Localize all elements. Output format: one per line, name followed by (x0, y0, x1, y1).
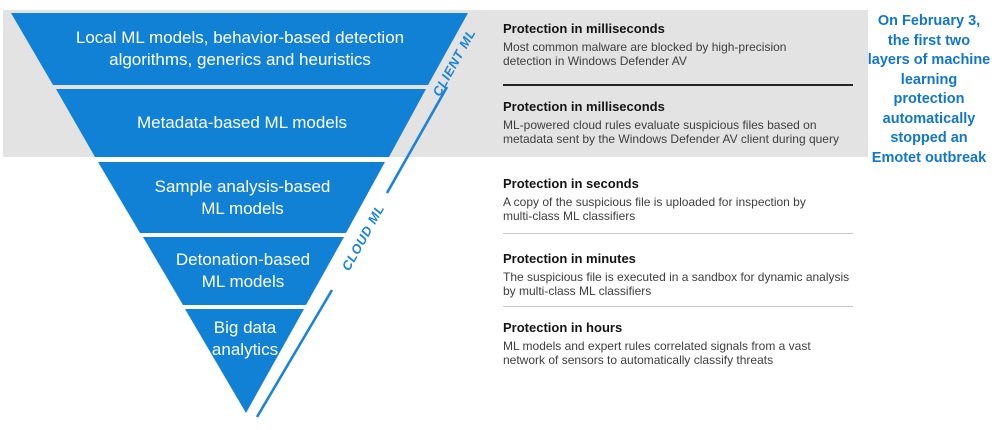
funnel-layer-3-text: Sample analysis-based ML models (154, 176, 331, 218)
funnel-layer-4-shape (143, 237, 344, 305)
detail-heading: Protection in milliseconds (503, 99, 665, 114)
detail-body: ML-powered cloud rules evaluate suspicio… (503, 118, 839, 146)
detail-block-milliseconds-1: Protection in milliseconds Most common m… (503, 21, 871, 68)
dark-divider (503, 84, 853, 86)
detail-block-milliseconds-2: Protection in milliseconds ML-powered cl… (503, 99, 871, 146)
funnel-layer-1-label: Local ML models, behavior-based detectio… (45, 13, 435, 85)
funnel-layer-2-label: Metadata-based ML models (97, 89, 387, 157)
emotet-callout-text: On February 3, the first two layers of m… (867, 13, 991, 166)
funnel-layer-1-shape (11, 13, 468, 85)
detail-block-seconds: Protection in seconds A copy of the susp… (503, 176, 871, 223)
funnel-layer-5-label: Big data analytics (165, 309, 325, 369)
funnel-layer-5-text: Big data analytics (211, 318, 279, 359)
edge-line-upper (385, 86, 449, 194)
funnel-layer-4-label: Detonation-based ML models (143, 237, 343, 305)
light-divider (503, 233, 853, 234)
detail-heading: Protection in milliseconds (503, 21, 665, 36)
detail-body: ML models and expert rules correlated si… (503, 339, 811, 367)
detail-heading: Protection in hours (503, 320, 623, 335)
detail-heading: Protection in seconds (503, 176, 639, 191)
edge-line-lower (255, 289, 334, 418)
detail-body: Most common malware are blocked by high-… (503, 40, 787, 68)
light-divider (503, 306, 853, 307)
funnel-layer-2-shape (56, 89, 426, 157)
detail-heading: Protection in minutes (503, 251, 636, 266)
funnel-layer-2-text: Metadata-based ML models (136, 113, 348, 132)
detail-block-hours: Protection in hours ML models and expert… (503, 320, 871, 367)
funnel-layer-1-text: Local ML models, behavior-based detectio… (75, 28, 405, 69)
detail-body: The suspicious file is executed in a san… (503, 270, 850, 298)
detail-block-minutes: Protection in minutes The suspicious fil… (503, 251, 871, 298)
funnel-layer-3-shape (98, 162, 385, 233)
funnel-layer-3-label: Sample analysis-based ML models (140, 162, 345, 233)
detail-body: A copy of the suspicious file is uploade… (503, 195, 806, 223)
funnel-layer-4-text: Detonation-based ML models (175, 250, 311, 291)
funnel-layer-5-shape (185, 309, 304, 413)
